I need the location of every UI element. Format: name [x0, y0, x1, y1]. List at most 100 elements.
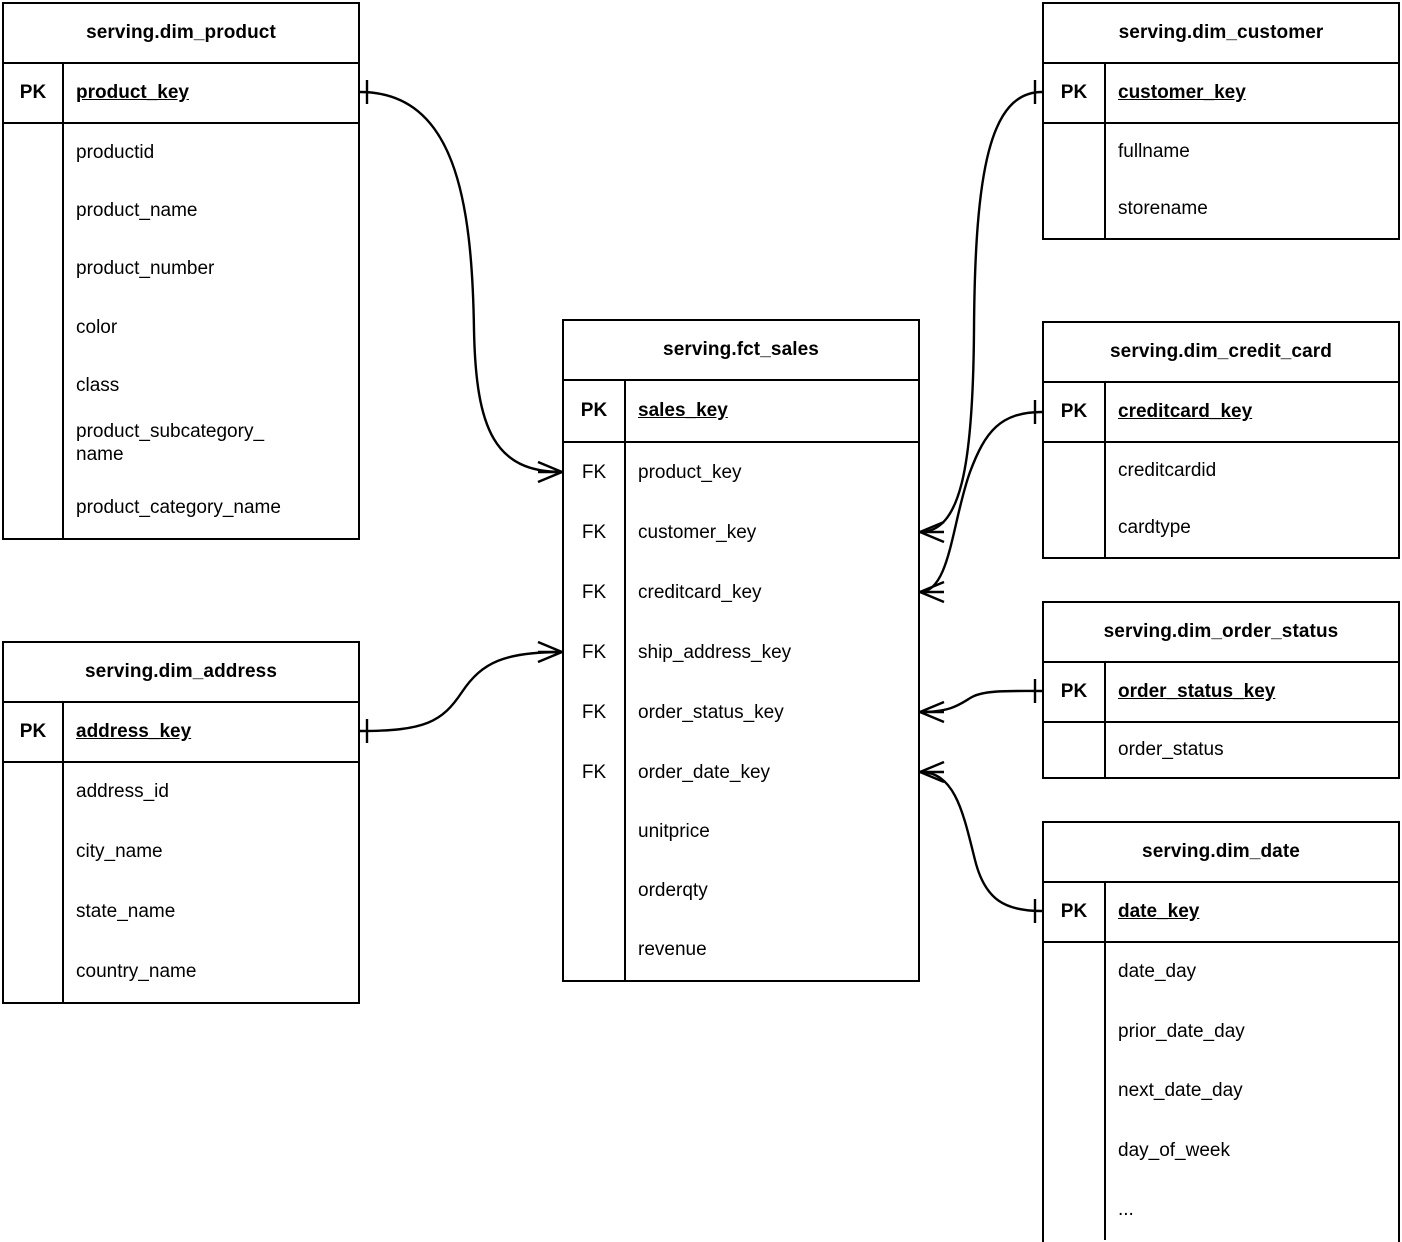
attribute-item: color [76, 316, 118, 338]
attribute-item: product_name [76, 200, 198, 222]
attribute-item: storename [1118, 198, 1208, 220]
attribute-item: fullname [1118, 141, 1190, 163]
fk-badge: FK [564, 683, 626, 743]
fk-column-name: ship_address_key [638, 641, 792, 663]
attribute-item: order_status [1118, 738, 1224, 760]
attribute-item: product_category_name [76, 497, 281, 519]
measure-list: unitprice orderqty revenue [626, 803, 918, 980]
attribute-block-dim-credit-card: creditcardid cardtype [1044, 443, 1398, 557]
relationship-dim-order-status-fct-sales [919, 679, 1043, 724]
entity-dim-date[interactable]: serving.dim_date PK date_key date_day pr… [1042, 821, 1400, 1242]
fk-row-creditcard-key: FK creditcard_key [564, 563, 918, 623]
pk-row-dim-order-status: PK order_status_key [1044, 663, 1398, 723]
fk-badge: FK [564, 503, 626, 563]
relationship-dim-product-fct-sales [359, 80, 563, 484]
pk-badge: PK [1044, 663, 1106, 721]
pk-column-name: sales_key [638, 399, 728, 421]
pk-column-name: address_key [76, 720, 192, 742]
fk-column-name: creditcard_key [638, 581, 762, 603]
pk-column-name: order_status_key [1118, 680, 1276, 702]
entity-title-dim-credit-card: serving.dim_credit_card [1044, 323, 1398, 383]
attribute-block-dim-order-status: order_status [1044, 723, 1398, 777]
attribute-block-dim-product: productid product_name product_number co… [4, 124, 358, 538]
attribute-item: next_date_day [1118, 1080, 1243, 1102]
entity-dim-address[interactable]: serving.dim_address PK address_key addre… [2, 641, 360, 1004]
fk-row-customer-key: FK customer_key [564, 503, 918, 563]
attribute-block-dim-customer: fullname storename [1044, 124, 1398, 238]
attribute-item: day_of_week [1118, 1139, 1230, 1161]
attribute-list: order_status [1106, 723, 1398, 777]
attribute-item: state_name [76, 900, 176, 922]
entity-dim-customer[interactable]: serving.dim_customer PK customer_key ful… [1042, 2, 1400, 240]
fk-row-product-key: FK product_key [564, 443, 918, 503]
entity-title-dim-order-status: serving.dim_order_status [1044, 603, 1398, 663]
measure-item: orderqty [638, 880, 708, 902]
pk-row-dim-customer: PK customer_key [1044, 64, 1398, 124]
attribute-block-dim-address: address_id city_name state_name country_… [4, 763, 358, 1002]
fk-badge: FK [564, 743, 626, 803]
fk-badge: FK [564, 623, 626, 683]
pk-badge: PK [1044, 383, 1106, 441]
attribute-list: date_day prior_date_day next_date_day da… [1106, 943, 1398, 1240]
attribute-item: city_name [76, 841, 163, 863]
attribute-item: product_subcategory_ name [76, 421, 265, 466]
pk-column-name: customer_key [1118, 81, 1246, 103]
pk-row-dim-product: PK product_key [4, 64, 358, 124]
relationship-dim-date-fct-sales [919, 760, 1043, 923]
entity-fct-sales[interactable]: serving.fct_sales PK sales_key FK produc… [562, 319, 920, 982]
attribute-item: address_id [76, 781, 169, 803]
pk-badge: PK [4, 703, 64, 761]
attribute-item: prior_date_day [1118, 1020, 1245, 1042]
entity-dim-credit-card[interactable]: serving.dim_credit_card PK creditcard_ke… [1042, 321, 1400, 559]
fk-column-name: order_date_key [638, 761, 771, 783]
measure-item: unitprice [638, 821, 710, 843]
pk-badge: PK [1044, 64, 1106, 122]
attribute-key-gutter [1044, 124, 1106, 238]
entity-dim-order-status[interactable]: serving.dim_order_status PK order_status… [1042, 601, 1400, 779]
attribute-list: productid product_name product_number co… [64, 124, 358, 538]
attribute-block-dim-date: date_day prior_date_day next_date_day da… [1044, 943, 1398, 1240]
entity-dim-product[interactable]: serving.dim_product PK product_key produ… [2, 2, 360, 540]
fk-row-order-date-key: FK order_date_key [564, 743, 918, 803]
fk-row-ship-address-key: FK ship_address_key [564, 623, 918, 683]
pk-badge: PK [564, 381, 626, 441]
attribute-item: cardtype [1118, 517, 1191, 539]
attribute-list: creditcardid cardtype [1106, 443, 1398, 557]
attribute-key-gutter [1044, 723, 1106, 777]
measure-item: revenue [638, 939, 707, 961]
attribute-item: creditcardid [1118, 460, 1217, 482]
entity-title-fct-sales: serving.fct_sales [564, 321, 918, 381]
pk-row-dim-credit-card: PK creditcard_key [1044, 383, 1398, 443]
attribute-item: ... [1118, 1198, 1134, 1220]
fk-badge: FK [564, 443, 626, 503]
pk-badge: PK [4, 64, 64, 122]
attribute-item: productid [76, 141, 155, 163]
pk-column-name: date_key [1118, 900, 1200, 922]
pk-badge: PK [1044, 883, 1106, 941]
measure-block-fct-sales: unitprice orderqty revenue [564, 803, 918, 980]
attribute-list: fullname storename [1106, 124, 1398, 238]
attribute-key-gutter [4, 124, 64, 538]
entity-title-dim-customer: serving.dim_customer [1044, 4, 1398, 64]
attribute-item: country_name [76, 960, 197, 982]
pk-row-fct-sales: PK sales_key [564, 381, 918, 443]
pk-column-name: product_key [76, 81, 189, 103]
measure-key-gutter [564, 803, 626, 980]
attribute-key-gutter [1044, 943, 1106, 1240]
pk-column-name: creditcard_key [1118, 400, 1253, 422]
attribute-item: product_number [76, 258, 215, 280]
attribute-item: class [76, 374, 120, 396]
fk-badge: FK [564, 563, 626, 623]
pk-row-dim-date: PK date_key [1044, 883, 1398, 943]
pk-row-dim-address: PK address_key [4, 703, 358, 763]
attribute-key-gutter [4, 763, 64, 1002]
attribute-key-gutter [1044, 443, 1106, 557]
fk-column-name: product_key [638, 461, 742, 483]
relationship-dim-customer-fct-sales [919, 80, 1043, 544]
fk-row-order-status-key: FK order_status_key [564, 683, 918, 743]
entity-title-dim-date: serving.dim_date [1044, 823, 1398, 883]
entity-title-dim-product: serving.dim_product [4, 4, 358, 64]
relationship-dim-address-fct-sales [359, 640, 563, 743]
relationship-dim-credit-card-fct-sales [919, 400, 1043, 604]
